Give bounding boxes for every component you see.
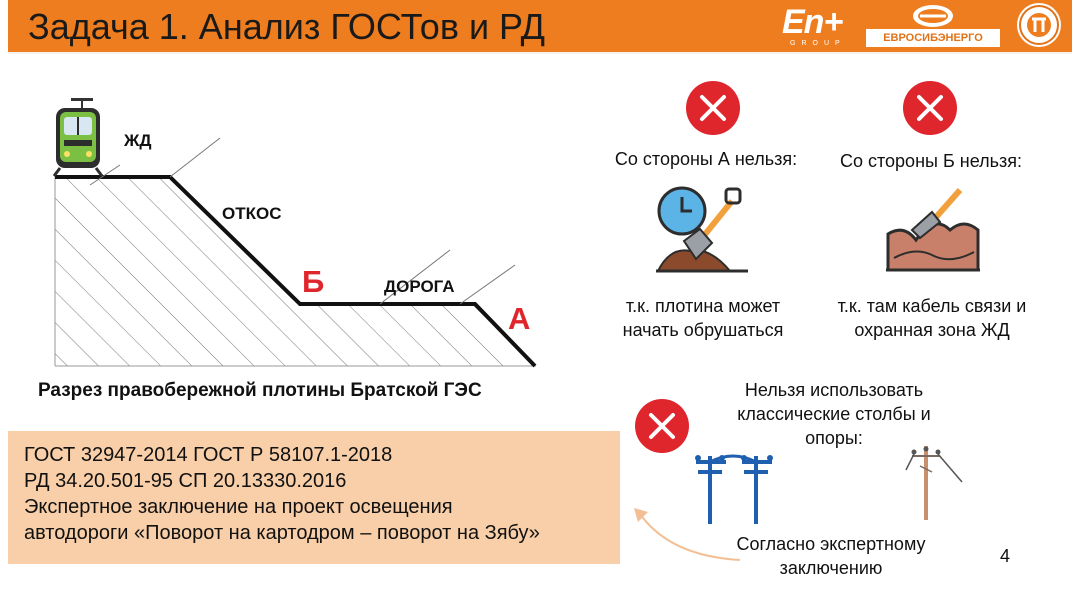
diagram-caption: Разрез правобережной плотины Братской ГЭ… bbox=[38, 380, 482, 401]
label-road: ДОРОГА bbox=[384, 277, 455, 296]
eurosibenergo-logo-text: ЕВРОСИБЭНЕРГО bbox=[866, 29, 1000, 47]
forbidden-a-icon bbox=[686, 81, 740, 135]
poles-note-line2: заключению bbox=[779, 558, 883, 578]
side-a-reason-line2: начать обрушаться bbox=[622, 320, 784, 340]
header-shadow bbox=[8, 52, 1072, 54]
label-slope: ОТКОС bbox=[222, 204, 282, 223]
page-number: 4 bbox=[1000, 546, 1011, 566]
eurosibenergo-logo: ЕВРОСИБЭНЕРГО bbox=[866, 3, 1000, 49]
standards-line-4: автодороги «Поворот на картодром – повор… bbox=[24, 522, 540, 544]
side-b-reason-line2: охранная зона ЖД bbox=[854, 320, 1010, 340]
poles-note: Согласно экспертному заключению bbox=[716, 532, 946, 580]
poles-warning-line3: опоры: bbox=[805, 428, 863, 448]
transmission-tower-icon bbox=[695, 454, 773, 524]
side-b-reason-line1: т.к. там кабель связи и bbox=[837, 296, 1027, 316]
poles-note-line1: Согласно экспертному bbox=[736, 534, 926, 554]
standards-line-1: ГОСТ 32947-2014 ГОСТ Р 58107.1-2018 bbox=[24, 444, 393, 466]
shovel-clock-icon bbox=[656, 186, 748, 273]
wooden-pole-icon bbox=[905, 446, 963, 520]
standards-box bbox=[8, 431, 620, 564]
side-a-heading: Со стороны А нельзя: bbox=[614, 149, 798, 169]
side-a-reason-line1: т.к. плотина может bbox=[625, 296, 781, 316]
dam-surface-line bbox=[55, 175, 537, 368]
enplus-logo: En+ GROUP bbox=[780, 3, 852, 49]
curved-arrow-icon bbox=[634, 508, 741, 561]
side-a-reason: т.к. плотина может начать обрушаться bbox=[600, 294, 806, 342]
trowel-soil-icon bbox=[886, 188, 980, 272]
label-side-a: А bbox=[508, 301, 531, 336]
university-emblem-icon bbox=[1017, 3, 1061, 47]
side-b-reason: т.к. там кабель связи и охранная зона ЖД bbox=[820, 294, 1044, 342]
standards-line-3: Экспертное заключение на проект освещени… bbox=[24, 496, 453, 518]
enplus-logo-sub: GROUP bbox=[790, 40, 846, 47]
poles-warning: Нельзя использовать классические столбы … bbox=[718, 378, 950, 450]
poles-warning-line2: классические столбы и bbox=[737, 404, 931, 424]
standards-line-2: РД 34.20.501-95 СП 20.13330.2016 bbox=[24, 470, 347, 492]
enplus-logo-text: En+ bbox=[782, 3, 843, 41]
label-side-b: Б bbox=[302, 264, 325, 299]
page-title: Задача 1. Анализ ГОСТов и РД bbox=[28, 6, 546, 47]
side-b-heading: Со стороны Б нельзя: bbox=[839, 151, 1022, 171]
dam-body-hatch bbox=[55, 177, 535, 366]
train-icon bbox=[52, 98, 104, 177]
label-rail: ЖД bbox=[124, 131, 152, 150]
dam-cross-section bbox=[52, 98, 537, 368]
eurosibenergo-emblem-icon bbox=[913, 5, 953, 27]
forbidden-b-icon bbox=[903, 81, 957, 135]
forbidden-poles-icon bbox=[635, 399, 689, 453]
poles-warning-line1: Нельзя использовать bbox=[744, 380, 924, 400]
